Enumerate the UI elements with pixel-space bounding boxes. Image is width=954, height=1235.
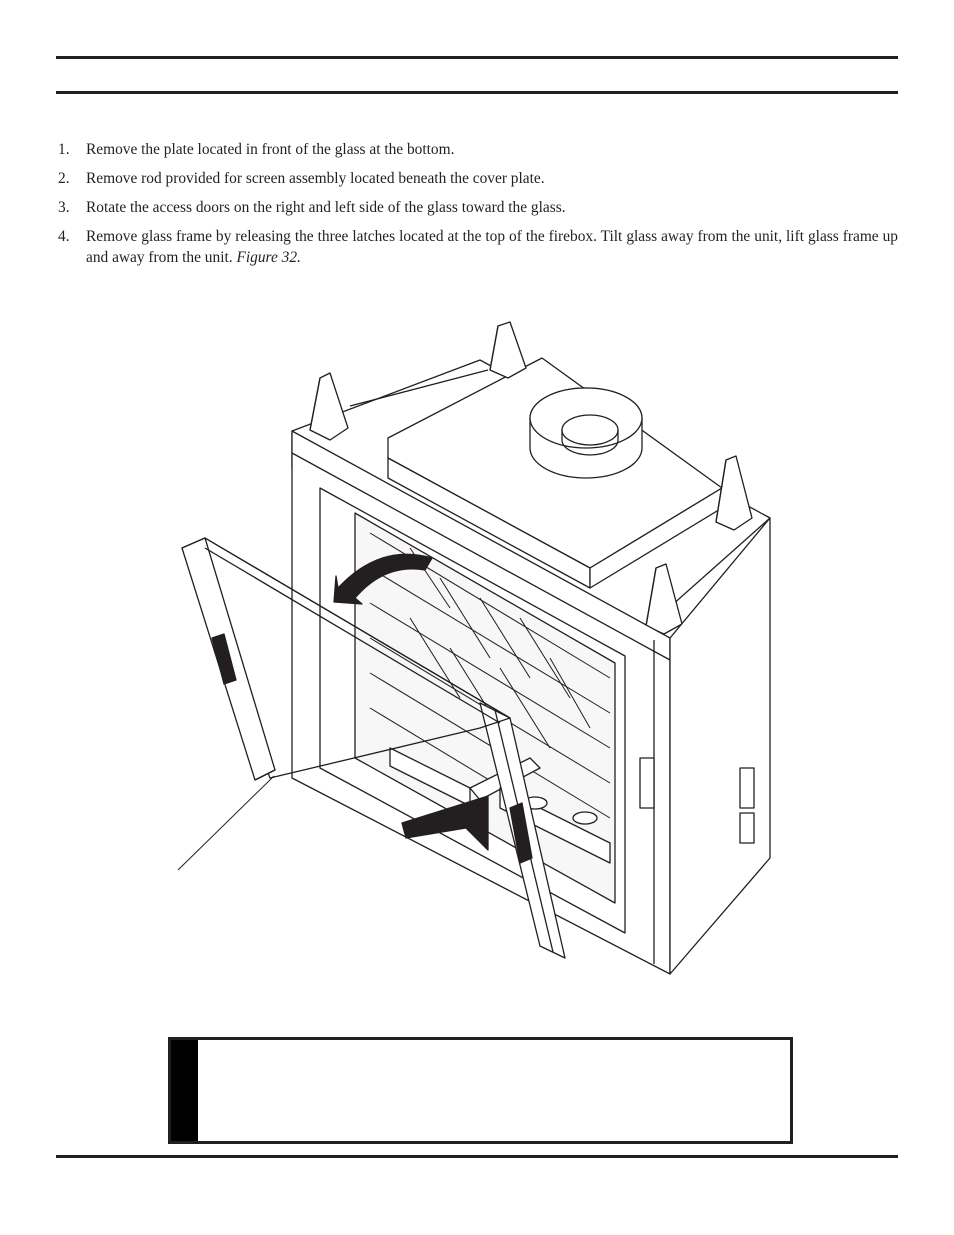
warning-side-bar bbox=[171, 1040, 198, 1141]
rotation-arrow-lower bbox=[401, 795, 489, 851]
standoff-right bbox=[715, 455, 753, 531]
standoff-left bbox=[309, 372, 349, 441]
step-text: Remove rod provided for screen assembly … bbox=[86, 170, 545, 187]
louver-right bbox=[739, 767, 755, 809]
step-1: 1. Remove the plate located in front of … bbox=[56, 139, 898, 160]
step-3: 3. Rotate the access doors on the right … bbox=[56, 197, 898, 218]
unit-side-panel bbox=[669, 517, 771, 975]
step-number: 2. bbox=[58, 170, 70, 187]
flue-collar-inner bbox=[561, 414, 619, 446]
warning-box bbox=[168, 1037, 793, 1144]
footer-rule bbox=[56, 1155, 898, 1158]
standoff-back bbox=[489, 321, 527, 379]
instruction-steps: 1. Remove the plate located in front of … bbox=[56, 139, 898, 276]
step-number: 4. bbox=[58, 228, 70, 245]
step-text: Remove glass frame by releasing the thre… bbox=[86, 228, 898, 266]
step-2: 2. Remove rod provided for screen assemb… bbox=[56, 168, 898, 189]
fireplace-glass-removal-illustration bbox=[177, 321, 771, 975]
step-number: 3. bbox=[58, 199, 70, 216]
step-4: 4. Remove glass frame by releasing the t… bbox=[56, 226, 898, 268]
header-rule-top bbox=[56, 56, 898, 59]
figure-reference: Figure 32. bbox=[236, 249, 301, 266]
louver-left bbox=[639, 757, 655, 809]
glass-frame-vent bbox=[211, 633, 237, 685]
step-text: Rotate the access doors on the right and… bbox=[86, 199, 566, 216]
header-rule-bottom bbox=[56, 91, 898, 94]
step-text: Remove the plate located in front of the… bbox=[86, 141, 455, 158]
rotation-arrow-upper bbox=[333, 553, 433, 605]
callout-leader bbox=[177, 775, 275, 871]
rotation-arrow-door bbox=[509, 802, 533, 864]
step-number: 1. bbox=[58, 141, 70, 158]
